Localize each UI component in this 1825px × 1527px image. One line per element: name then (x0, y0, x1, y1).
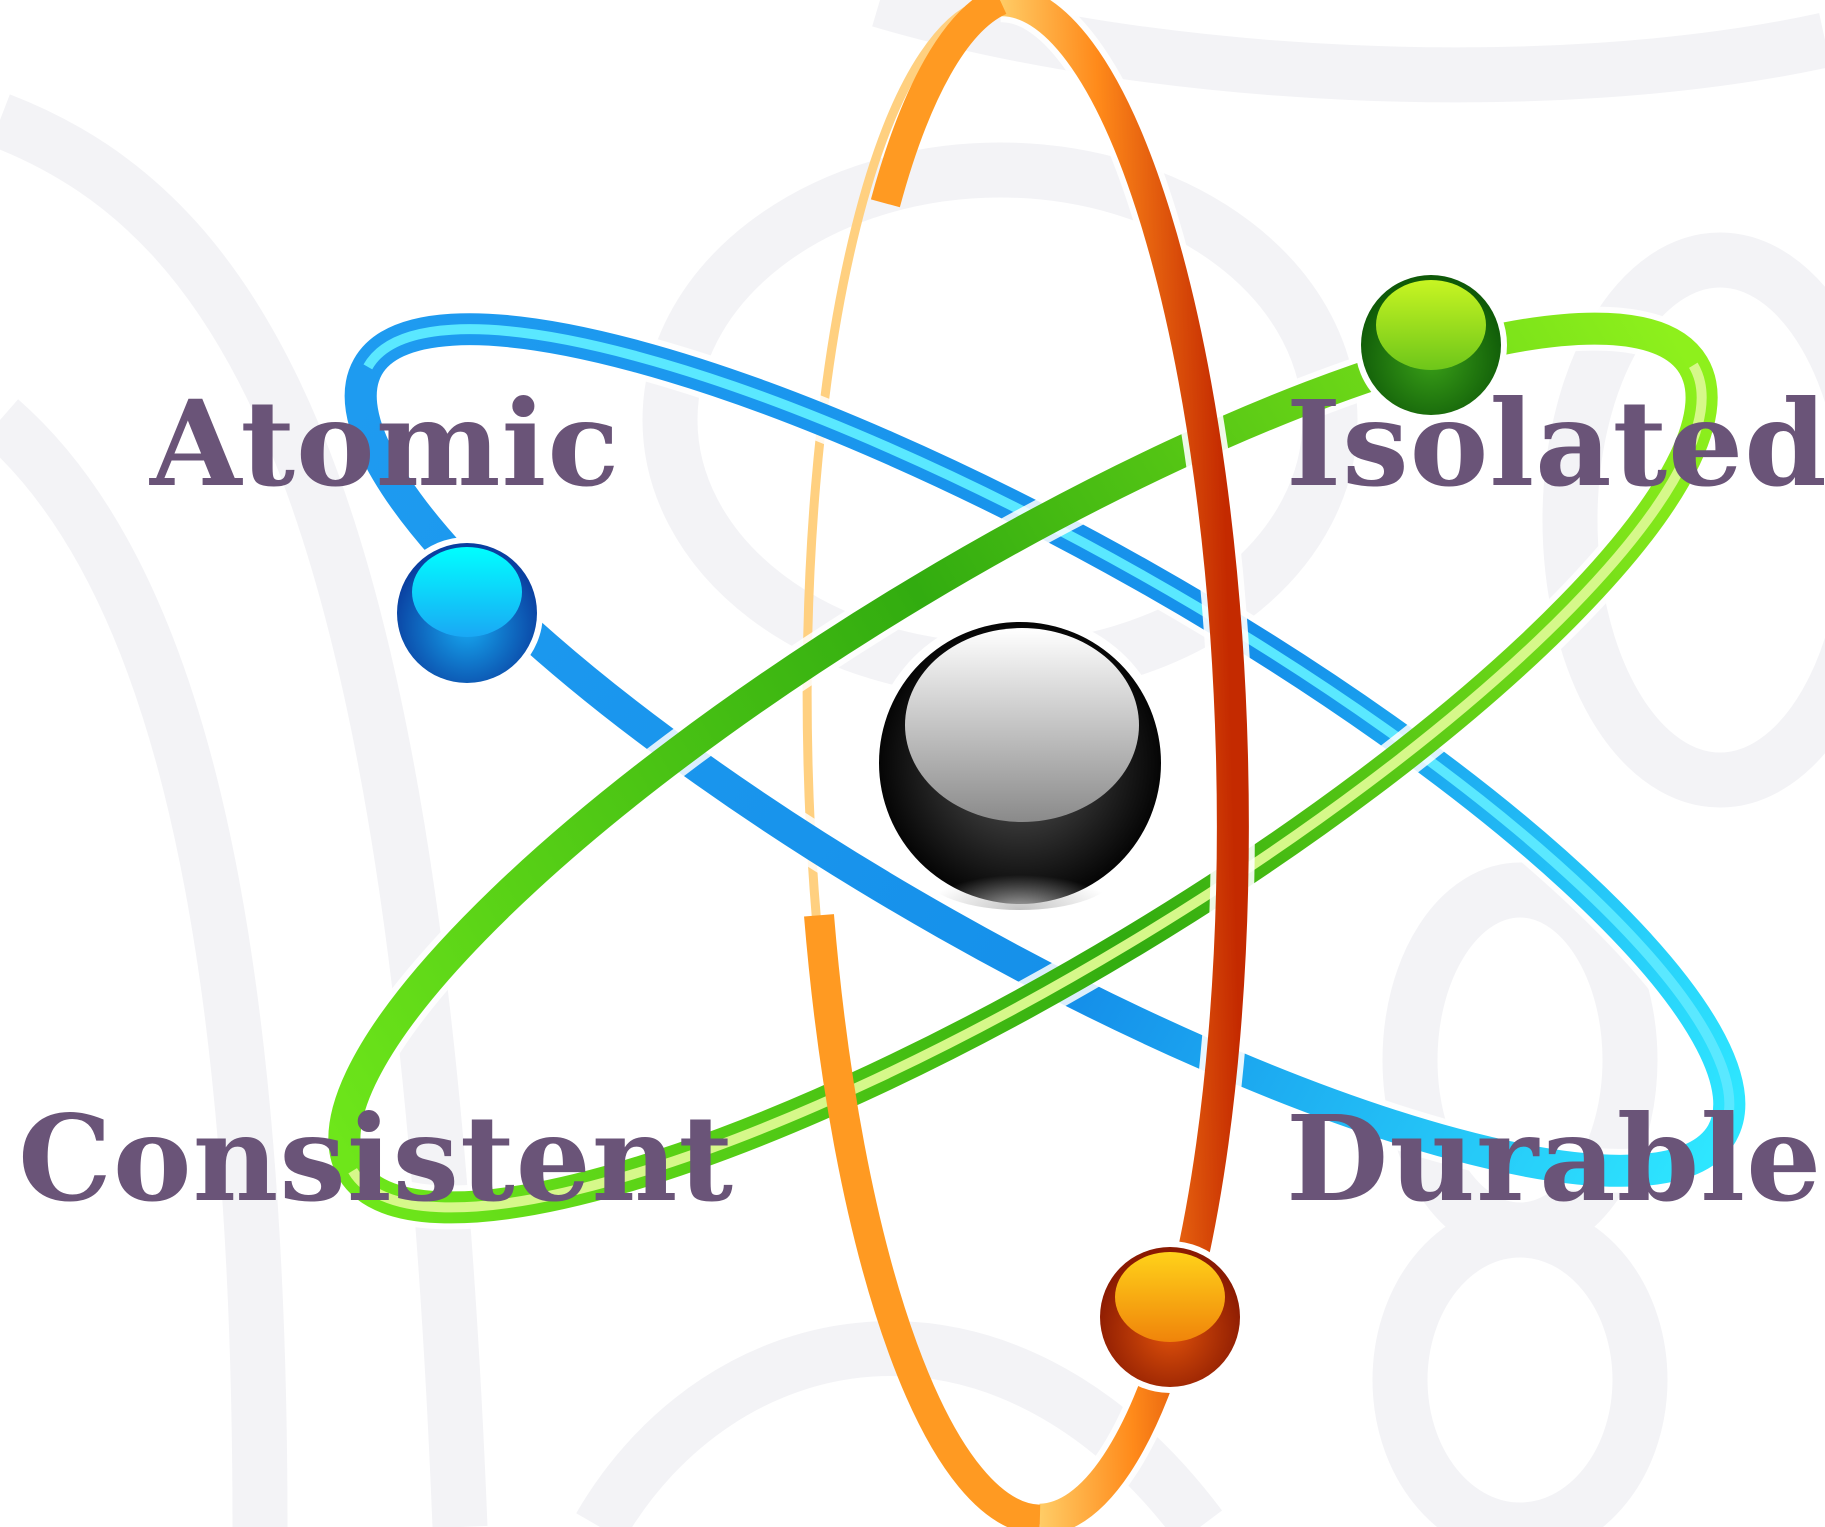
blue-electron-icon (391, 537, 543, 689)
label-durable: Durable (1286, 1100, 1822, 1218)
nucleus-icon (870, 613, 1170, 913)
label-atomic: Atomic (150, 385, 620, 503)
orange-electron-icon (1094, 1241, 1246, 1393)
label-isolated: Isolated (1286, 385, 1825, 503)
label-consistent: Consistent (18, 1100, 734, 1218)
